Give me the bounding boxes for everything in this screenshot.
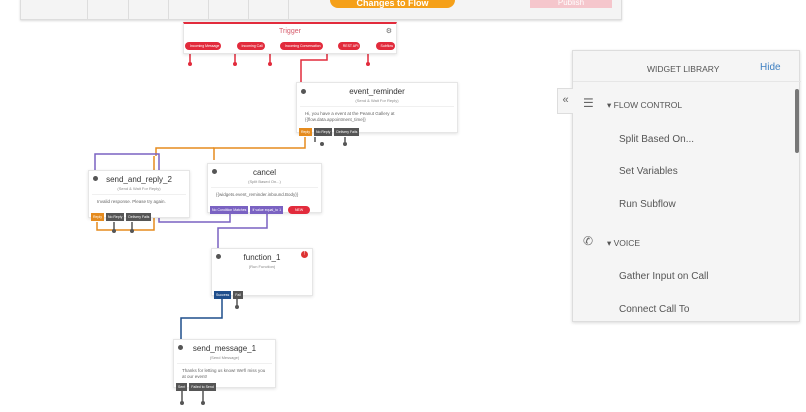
widget-function-1[interactable]: function_1 (Run Function) ! <box>211 248 313 296</box>
port-fail[interactable]: Fail <box>233 291 243 299</box>
category-label: VOICE <box>613 238 641 248</box>
category-label: FLOW CONTROL <box>613 100 683 110</box>
send-and-reply-2-ports: Reply No Reply Delivery Fails <box>91 213 152 221</box>
port-no-condition[interactable]: No Condition Matches <box>210 206 249 214</box>
widget-type: (Send Message) <box>209 355 240 360</box>
trigger-pills: Incoming Message Incoming Call Incoming … <box>185 42 395 50</box>
widget-send-and-reply-2[interactable]: send_and_reply_2 (Send & Wait For Reply)… <box>88 170 190 218</box>
widget-type: (Send & Wait For Reply) <box>117 186 161 191</box>
port-equal-to-1[interactable]: If value equal_to 1 <box>250 206 284 214</box>
scrollbar[interactable] <box>795 89 799 153</box>
port-success[interactable]: Success <box>214 291 232 299</box>
toolbar <box>20 0 622 20</box>
port-delivery-fails[interactable]: Delivery Fails <box>126 213 152 221</box>
trigger-pill[interactable]: Incoming Conversation <box>279 42 323 50</box>
cancel-ports: No Condition Matches If value equal_to 1… <box>210 206 311 214</box>
widget-library-panel: WIDGET LIBRARY Hide ☰ ▾ FLOW CONTROL Spl… <box>572 50 801 322</box>
widget-send-message-1[interactable]: send_message_1 (Send Message) Thanks for… <box>173 339 276 388</box>
library-item[interactable]: Connect Call To <box>619 304 690 315</box>
port-failed-to-send[interactable]: Failed to Send <box>189 383 216 391</box>
port-no-reply[interactable]: No Reply <box>313 128 333 136</box>
trigger-pill[interactable]: Subflow <box>375 42 395 50</box>
port-delivery-fails[interactable]: Delivery Fails <box>334 128 360 136</box>
widget-type: (Run Function) <box>248 264 276 269</box>
category-flow-control[interactable]: ▾ FLOW CONTROL <box>607 100 683 110</box>
port-reply[interactable]: Reply <box>299 128 312 136</box>
trigger-pill[interactable]: Incoming Call <box>236 42 265 50</box>
library-item[interactable]: Gather Input on Call <box>619 271 709 282</box>
port-sent[interactable]: Sent <box>176 383 188 391</box>
phone-icon: ✆ <box>583 234 594 248</box>
library-item[interactable]: Split Based On... <box>619 134 695 145</box>
port-no-reply[interactable]: No Reply <box>105 213 125 221</box>
widget-title: event_reminder <box>349 87 405 96</box>
trigger-pill[interactable]: Incoming Message <box>185 42 222 50</box>
flow-control-icon: ☰ <box>583 96 594 110</box>
hide-button[interactable]: Hide <box>760 62 781 73</box>
port-reply[interactable]: Reply <box>91 213 104 221</box>
trigger-title: Trigger <box>279 28 301 35</box>
widget-title: cancel <box>252 168 277 177</box>
library-item[interactable]: Run Subflow <box>619 199 676 210</box>
trigger-pill[interactable]: REST API <box>337 42 361 50</box>
widget-body: Invalid response. Please try again. <box>92 194 186 209</box>
new-transition-button[interactable]: NEW <box>288 206 311 214</box>
widget-body: {{widgets.event_reminder.inbound.Body}} <box>211 187 318 202</box>
widget-type: (Send & Wait For Reply) <box>355 98 399 103</box>
library-item[interactable]: Set Variables <box>619 166 678 177</box>
settings-icon[interactable]: ⚙ <box>385 28 392 35</box>
library-title: WIDGET LIBRARY <box>647 64 720 74</box>
widget-type: (Split Based On...) <box>248 179 281 184</box>
changes-to-flow-button[interactable]: Changes to Flow <box>330 0 455 8</box>
publish-button[interactable]: Publish <box>530 0 612 8</box>
widget-title: function_1 <box>243 253 281 262</box>
send-message-1-ports: Sent Failed to Send <box>176 383 216 391</box>
collapse-panel-button[interactable]: « <box>557 88 573 114</box>
event-reminder-ports: Reply No Reply Delivery Fails <box>299 128 360 136</box>
widget-title: send_and_reply_2 <box>106 175 172 184</box>
widget-body: Thanks for letting us know! We'll miss y… <box>177 363 272 384</box>
function-1-ports: Success Fail <box>214 291 243 299</box>
widget-body: Hi, you have a event at the Peanut Galle… <box>300 106 454 127</box>
widget-event-reminder[interactable]: event_reminder (Send & Wait For Reply) H… <box>296 82 458 133</box>
widget-title: send_message_1 <box>192 344 257 353</box>
category-voice[interactable]: ▾ VOICE <box>607 238 641 248</box>
error-icon[interactable]: ! <box>301 251 308 258</box>
